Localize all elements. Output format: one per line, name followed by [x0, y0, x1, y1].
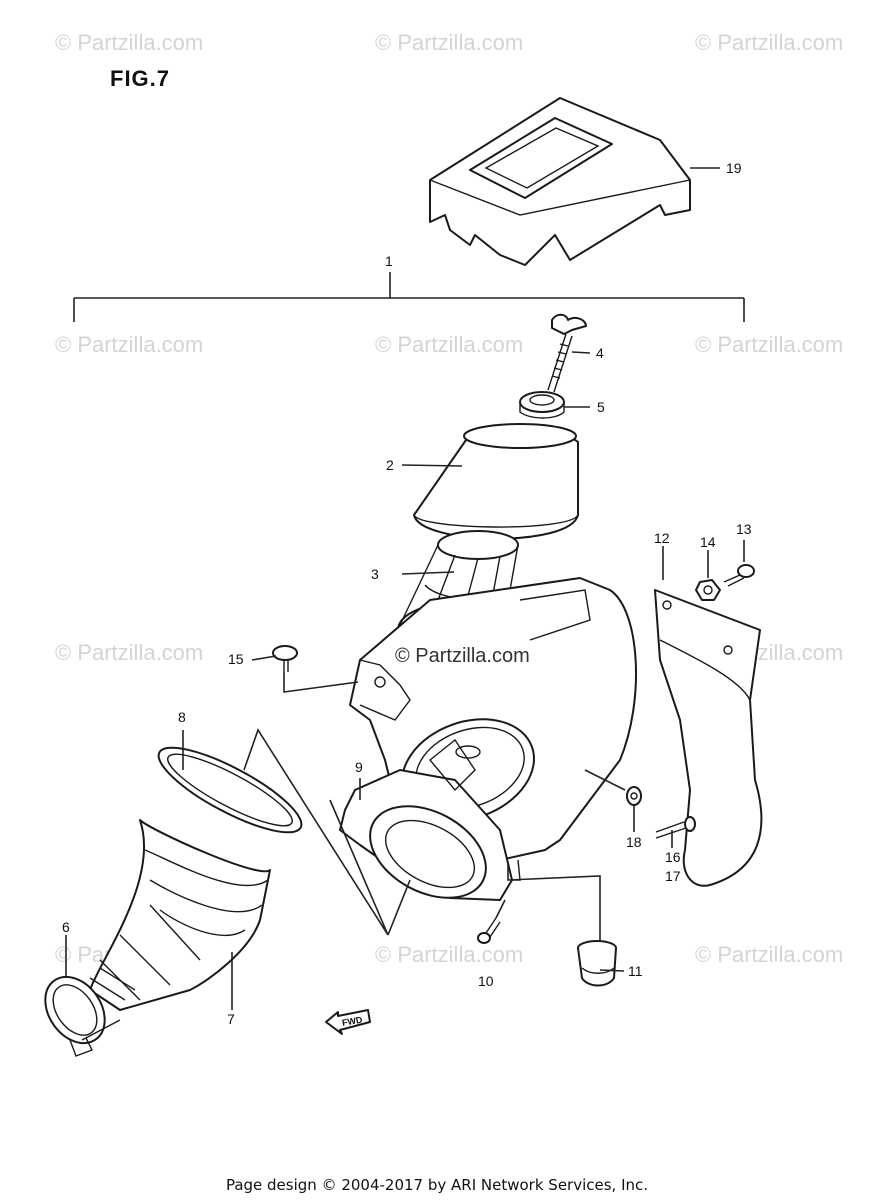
callout-14: 14 [700, 534, 716, 550]
callout-9: 9 [355, 759, 363, 775]
callout-17: 17 [665, 868, 681, 884]
watermark: © Partzilla.com [55, 332, 203, 357]
part-intake-boot [44, 746, 303, 1057]
part-washer-18 [584, 769, 642, 806]
watermark: © Partzilla.com [375, 30, 523, 55]
part-bolt-16 [655, 816, 696, 839]
part-screw-10 [477, 899, 506, 944]
callout-13: 13 [736, 521, 752, 537]
watermark: © Partzilla.com [695, 942, 843, 967]
callout-7: 7 [227, 1011, 235, 1027]
callout-3: 3 [371, 566, 379, 582]
callout-19: 19 [726, 160, 742, 176]
watermark: © Partzilla.com [375, 942, 523, 967]
callout-5: 5 [597, 399, 605, 415]
callout-8: 8 [178, 709, 186, 725]
callout-11: 11 [628, 963, 643, 979]
part-wing-bolt [547, 313, 587, 393]
callout-12: 12 [654, 530, 670, 546]
center-watermark: © Partzilla.com [395, 645, 530, 667]
callout-16: 16 [665, 849, 681, 865]
callout-1: 1 [385, 253, 393, 269]
watermark: © Partzilla.com [55, 30, 203, 55]
callout-15: 15 [228, 651, 244, 667]
callout-labels: 1 2 3 4 5 6 7 8 9 10 11 12 13 14 15 16 1… [62, 160, 752, 1027]
watermark: © Partzilla.com [375, 332, 523, 357]
watermark: © Partzilla.com [695, 332, 843, 357]
callout-4: 4 [596, 345, 604, 361]
fwd-arrow-icon: FWD [325, 1009, 371, 1035]
part-washer [519, 391, 565, 419]
part-air-filter [413, 423, 579, 540]
callout-2: 2 [386, 457, 394, 473]
part-screw-15 [272, 645, 359, 693]
watermark: © Partzilla.com [55, 640, 203, 665]
part-cover [429, 97, 691, 266]
part-side-plate [654, 589, 763, 887]
fwd-label: FWD [341, 1014, 363, 1027]
callout-6: 6 [62, 919, 70, 935]
figure-title: FIG.7 [110, 66, 171, 91]
part-flange [339, 738, 513, 901]
part-cap-11 [507, 862, 617, 987]
page-footer: Page design © 2004-2017 by ARI Network S… [225, 1176, 649, 1194]
leader-lines [65, 167, 745, 1010]
callout-18: 18 [626, 834, 642, 850]
assembly-bracket [73, 272, 745, 322]
callout-10: 10 [478, 973, 494, 989]
part-nut-14 [695, 579, 721, 601]
part-bolt-13 [723, 564, 755, 587]
watermark: © Partzilla.com [695, 30, 843, 55]
